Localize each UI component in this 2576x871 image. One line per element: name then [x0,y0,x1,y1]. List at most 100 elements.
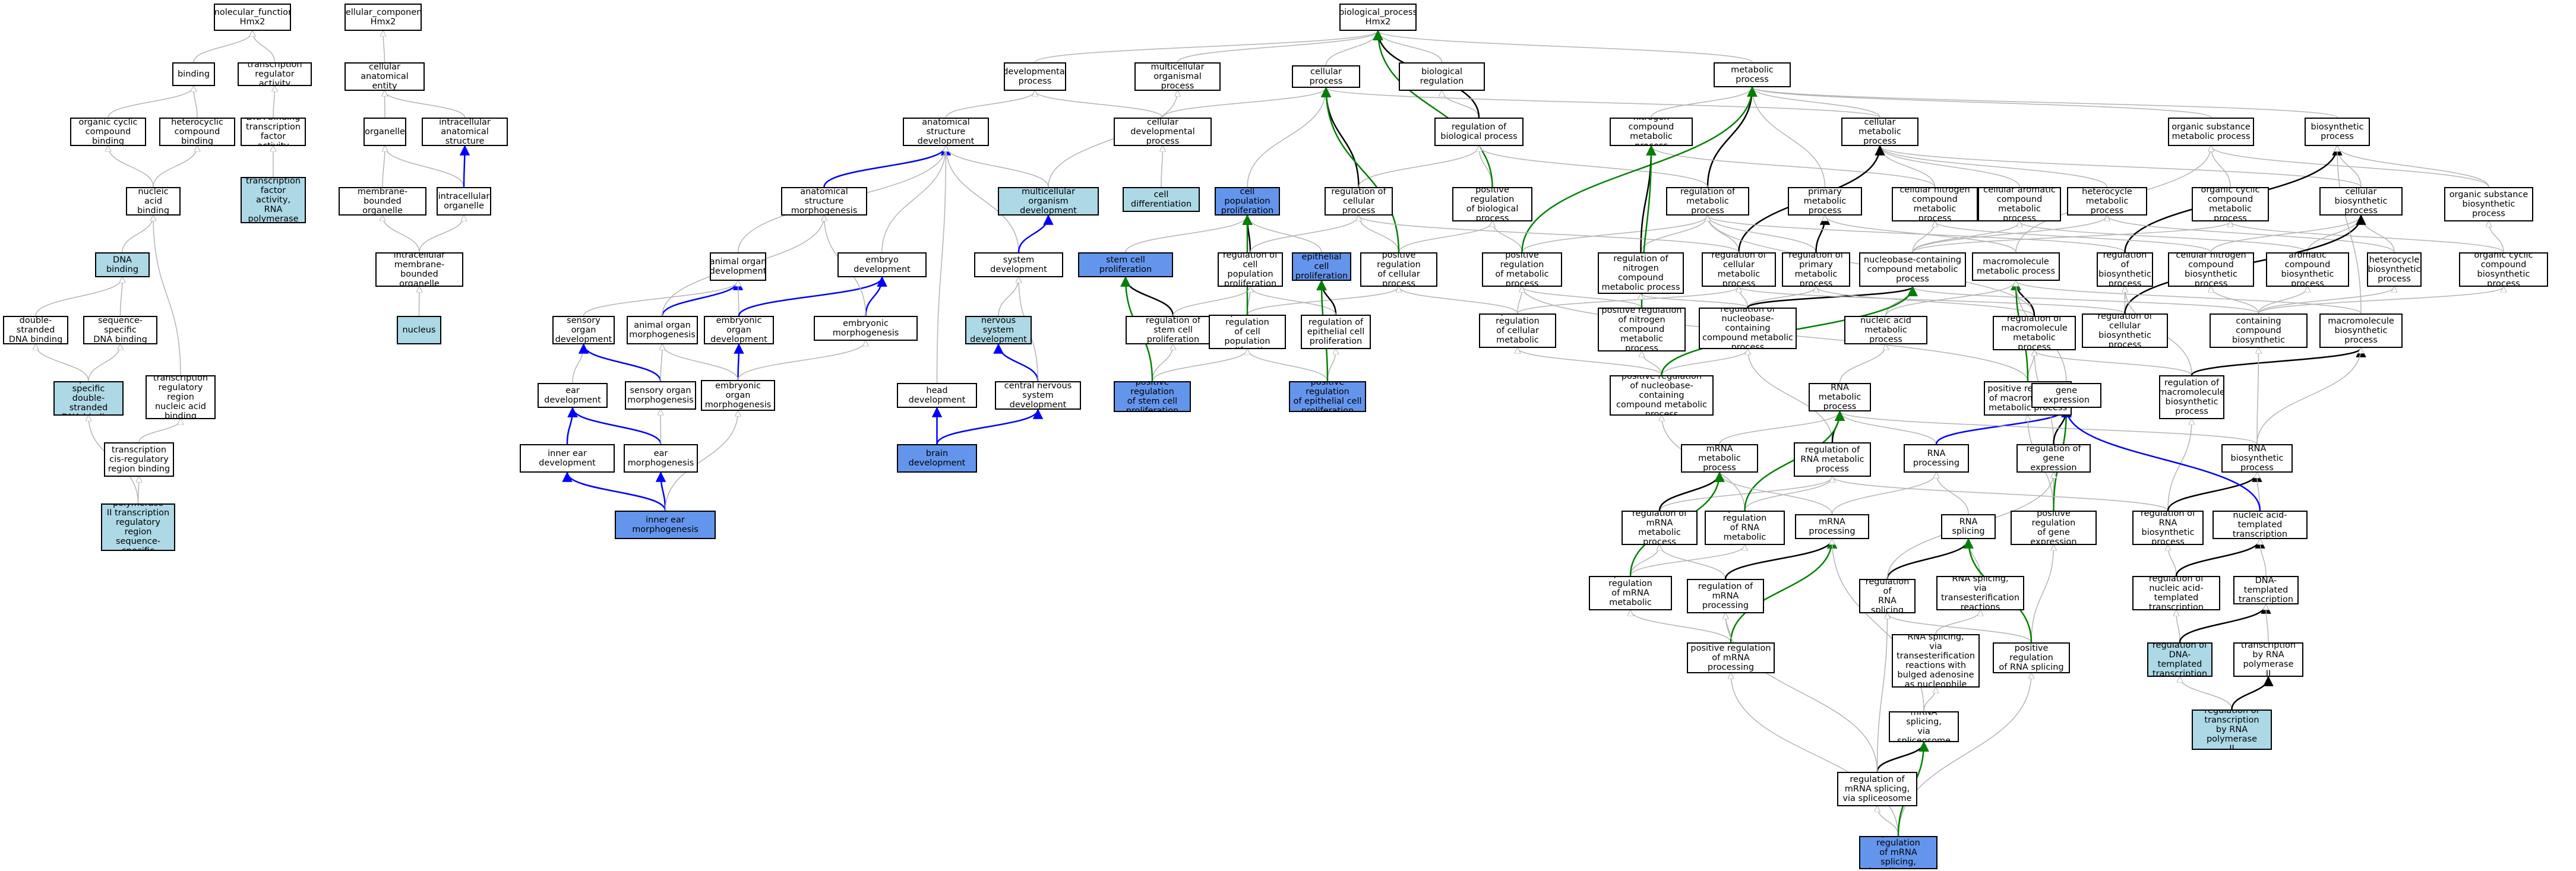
edge-is-a [1744,477,1833,511]
edge-part-of [661,280,744,316]
go-term-node: biological regulation [1399,62,1485,91]
go-term-node: cellular_component Hmx2 [344,4,422,31]
edge-is-a [1326,88,1880,118]
edge-regulates [1706,86,1758,188]
edge-regulates [1815,214,1831,253]
edge-is-a [2361,216,2395,253]
go-term-node: sequence-specific DNA binding [83,316,157,344]
go-term-node: inner ear morphogenesis [615,511,716,539]
go-term-node: inner ear development [520,444,615,473]
go-term-node: nervous system development [965,316,1032,344]
go-term-node: primary metabolic process [1788,187,1862,216]
go-term-node: gene expression [2031,383,2101,408]
go-term-node: transcription by RNA polymerase II [2233,642,2303,677]
go-term-node: ear development [538,383,608,408]
go-term-node: cell population proliferation [1215,187,1280,216]
edge-positively-regulates [1521,86,1758,253]
edge-is-a [2016,281,2362,314]
edge-part-of [2061,407,2261,511]
edge-is-a [1247,216,1322,253]
edge-is-a [1708,216,2126,253]
edge-is-a [2180,677,2233,710]
edge-is-a [1359,216,1740,253]
edge-part-of [459,145,470,188]
edge-is-a [1651,146,1936,188]
edge-part-of [578,343,662,382]
go-term-node: nucleus [397,316,441,344]
edge-is-a [1752,87,2212,118]
edge-is-a [1913,287,2259,314]
edge-is-a [1152,349,1247,382]
edge-is-a [2258,287,2308,314]
go-term-node: cellular nitrogen compound metabolic pro… [1892,187,1978,221]
edge-is-a [1935,221,2212,253]
go-term-node: positive regulation of gene expression [2011,511,2097,545]
edge-part-of [566,407,578,445]
go-term-node: organic substance metabolic process [2168,118,2254,146]
edge-is-a [1839,344,1886,384]
edge-is-a [2211,146,2489,188]
go-term-node: heterocyclic compound binding [159,118,235,146]
edge-is-a [153,146,197,188]
go-term-node: positive regulation of cell population p… [1209,315,1286,349]
edge-is-a [383,31,385,63]
go-term-node: embryonic organ development [704,316,774,344]
edge-is-a [1912,221,2019,253]
edge-is-a [138,419,181,443]
edge-is-a [1880,146,2362,188]
edge-is-a [2266,604,2268,643]
edge-is-a [2258,287,2395,314]
go-term-node: macromolecule biosynthetic process [2319,313,2403,348]
edge-part-of [562,471,666,511]
edge-is-a [385,146,464,188]
edge-is-a [1630,610,1731,643]
go-term-node: animal organ morphogenesis [627,316,698,344]
edge-is-a [1250,287,1336,315]
edge-is-a [1720,473,1833,515]
go-term-node: RNA biosynthetic process [2221,444,2293,473]
go-term-node: DNA-binding transcription factor activit… [241,118,306,146]
edge-positively-regulates [1373,30,1493,188]
go-term-node: positive regulation of mRNA metabolic pr… [1589,576,1672,610]
go-term-node: DNA-binding transcription factor activit… [241,177,306,223]
go-term-node: positive regulation of cellular process [1360,252,1437,287]
go-term-node: regulation of epithelial cell proliferat… [1301,315,1371,349]
go-term-node: regulation of metabolic process [1666,187,1749,216]
edge-is-a [1923,688,1936,712]
go-term-node: regulation of cell population proliferat… [1218,252,1283,287]
go-term-node: regulation of mRNA processing [1687,579,1764,613]
go-term-node: RNA splicing, via transesterification re… [1892,634,1980,688]
go-term-node: sensory organ development [552,316,615,344]
edge-part-of [865,276,887,316]
go-term-node: regulation of gene expression [2016,444,2091,473]
go-term-node: organic cyclic compound binding [70,118,146,146]
go-term-node: anatomical structure development [903,118,989,146]
go-term-node: macromolecule metabolic process [1972,252,2060,281]
go-term-node: positive regulation of nitrogen compound… [1598,308,1686,351]
edge-is-a [1831,473,1937,515]
edge-regulates [1886,538,1974,579]
edge-is-a [1359,216,1399,253]
edge-regulates [1724,538,1838,579]
edge-is-a [1880,146,2108,188]
go-term-node: heterocycle metabolic process [2067,187,2147,216]
go-term-node: ear morphogenesis [624,444,698,473]
go-term-node: regulation of biosynthetic process [2097,252,2153,287]
edge-is-a [252,31,276,63]
edge-is-a [936,146,946,384]
edge-is-a [2168,545,2177,577]
edge-is-a [1247,287,1399,315]
go-term-node: transcription cis-regulatory region bind… [104,442,174,477]
edge-regulates [2231,676,2274,710]
edge-is-a [1898,673,2031,837]
edge-is-a [2211,146,2231,188]
go-term-node: RNA metabolic process [1809,383,1871,411]
edge-is-a [1840,411,2258,445]
go-term-node: biosynthetic process [2305,118,2370,146]
edge-is-a [2337,146,2362,314]
edge-is-a [1162,88,1326,118]
go-term-node: nucleic acid-templated transcription [2212,511,2308,539]
go-term-node: RNA splicing [1941,514,1996,539]
edge-is-a [2230,221,2504,253]
